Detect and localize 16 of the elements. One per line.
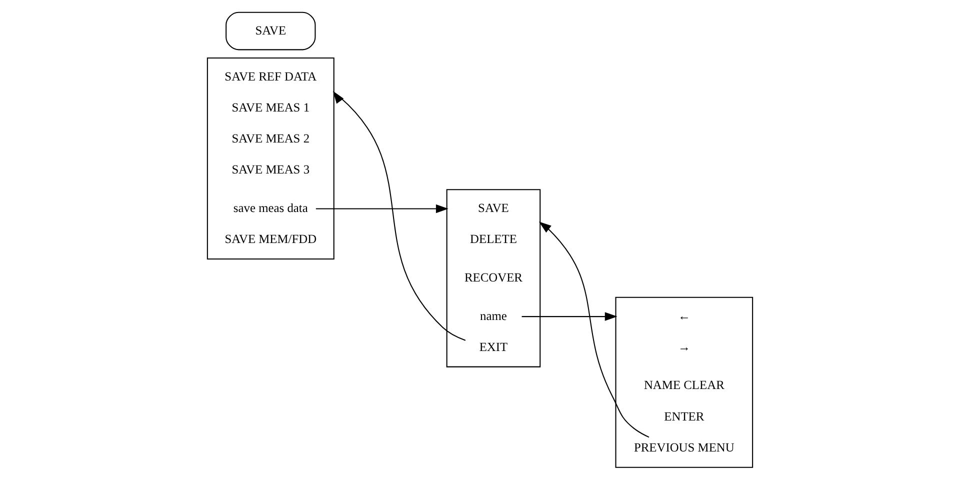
node-text: SAVE REF DATA bbox=[224, 69, 317, 84]
node-text: NAME CLEAR bbox=[644, 378, 724, 392]
node-text: ENTER bbox=[664, 409, 704, 424]
node-text: EXIT bbox=[479, 340, 508, 354]
node-text: SAVE MEAS 3 bbox=[232, 162, 310, 177]
node-text: name bbox=[480, 308, 507, 323]
node-text: RECOVER bbox=[464, 270, 522, 284]
node-text: SAVE MEAS 2 bbox=[232, 132, 310, 146]
node-text: SAVE MEAS 1 bbox=[232, 100, 310, 114]
node-text: save meas data bbox=[233, 200, 308, 215]
node-text: SAVE MEM/FDD bbox=[224, 232, 317, 246]
node-text: DELETE bbox=[470, 232, 517, 246]
node-text: ← bbox=[678, 308, 690, 323]
node-text: SAVE bbox=[478, 200, 509, 215]
node-text: → bbox=[678, 340, 690, 354]
node-text: PREVIOUS MENU bbox=[634, 440, 734, 454]
